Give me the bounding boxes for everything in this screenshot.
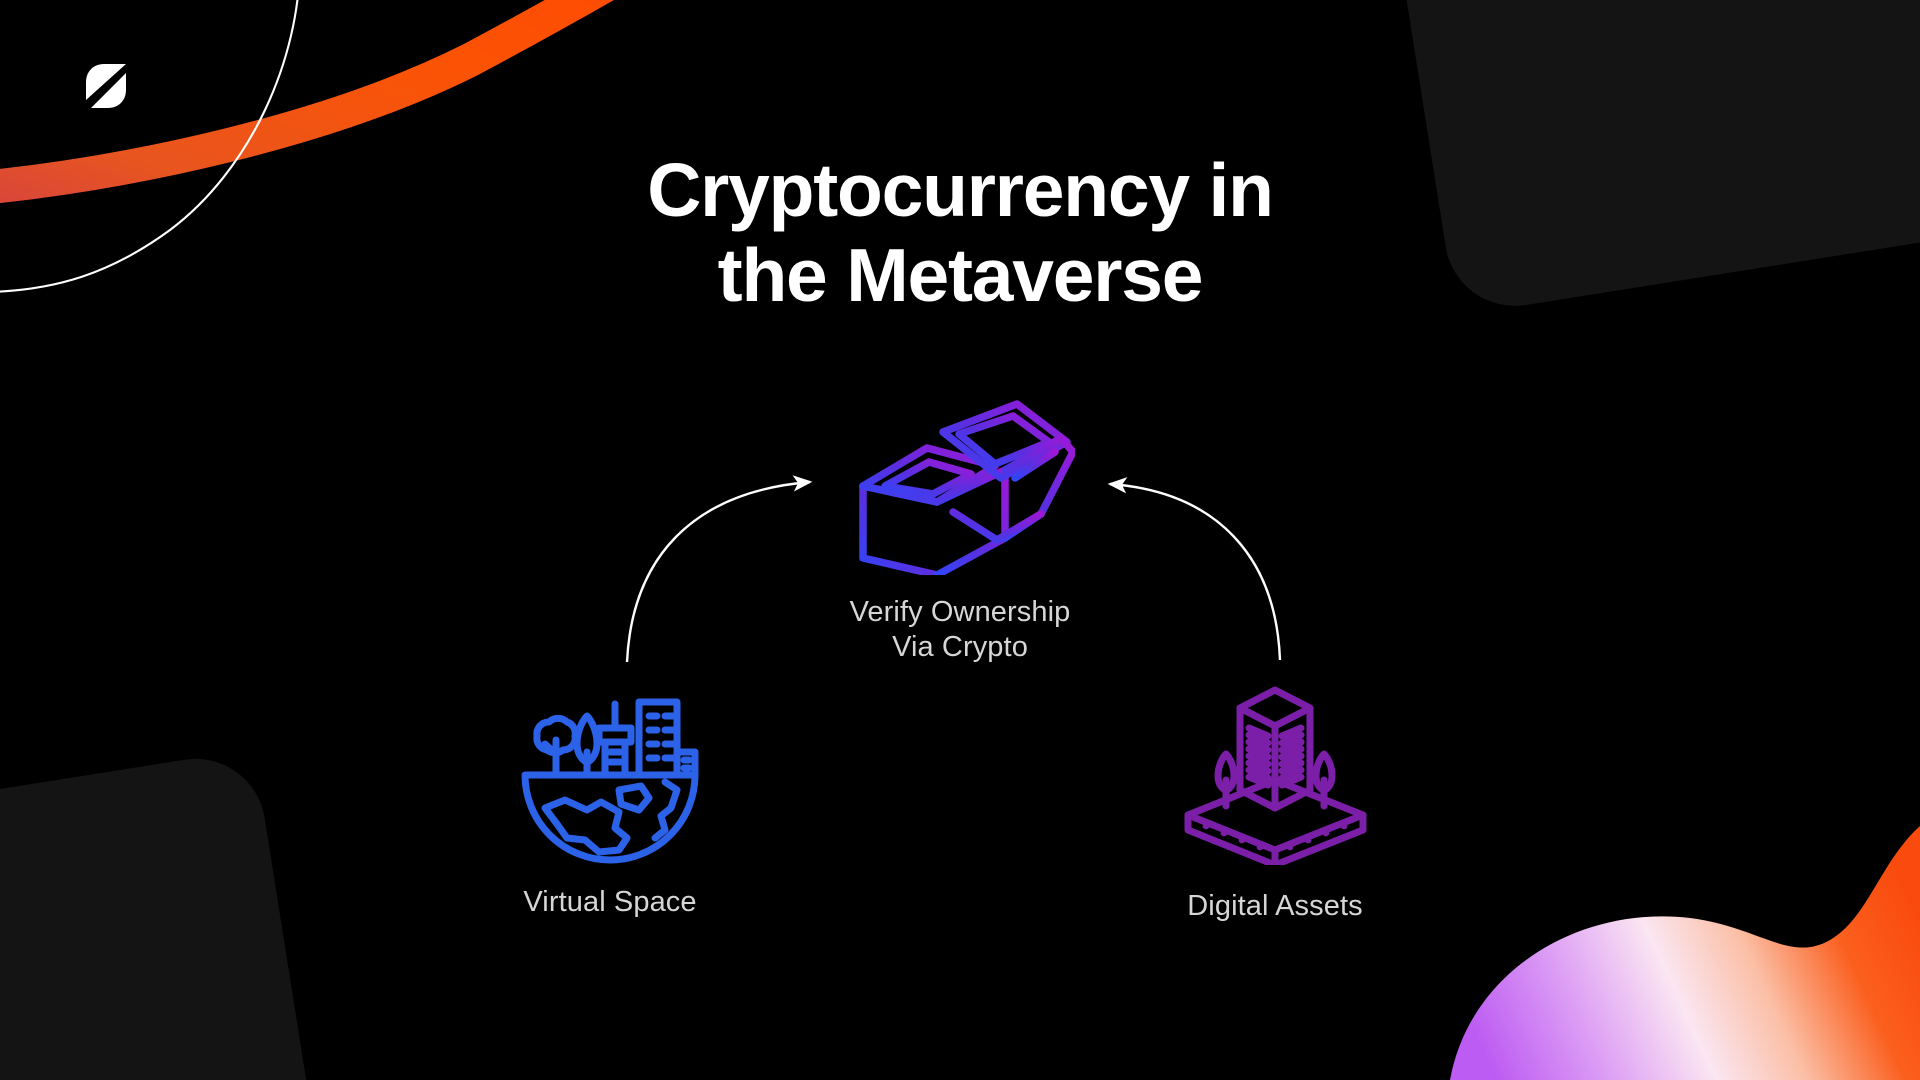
page-title: Cryptocurrency in the Metaverse [0,148,1920,318]
arrow-digital-assets-to-verify [1107,477,1282,661]
diagram-node-virtual-space[interactable]: Virtual Space [430,690,790,920]
isometric-tower-icon [1184,686,1366,865]
diagram-node-verify-ownership[interactable]: Verify Ownership Via Crypto [780,390,1140,666]
diagram-node-label-digital-assets: Digital Assets [1187,890,1363,922]
arrow-virtual-space-to-verify [625,475,813,663]
open-box-icon [859,400,1075,575]
page-title-line-2: the Metaverse [717,233,1204,317]
diagram-node-label-virtual-space: Virtual Space [523,886,697,918]
page-title-line-1: Cryptocurrency in [647,148,1274,233]
diagram-node-label-verify-ownership: Verify Ownership Via Crypto [849,596,1071,664]
leaf-logo-icon[interactable] [82,62,130,110]
diagram-node-digital-assets[interactable]: Digital Assets [1095,680,1455,924]
globe-city-icon [521,698,699,864]
